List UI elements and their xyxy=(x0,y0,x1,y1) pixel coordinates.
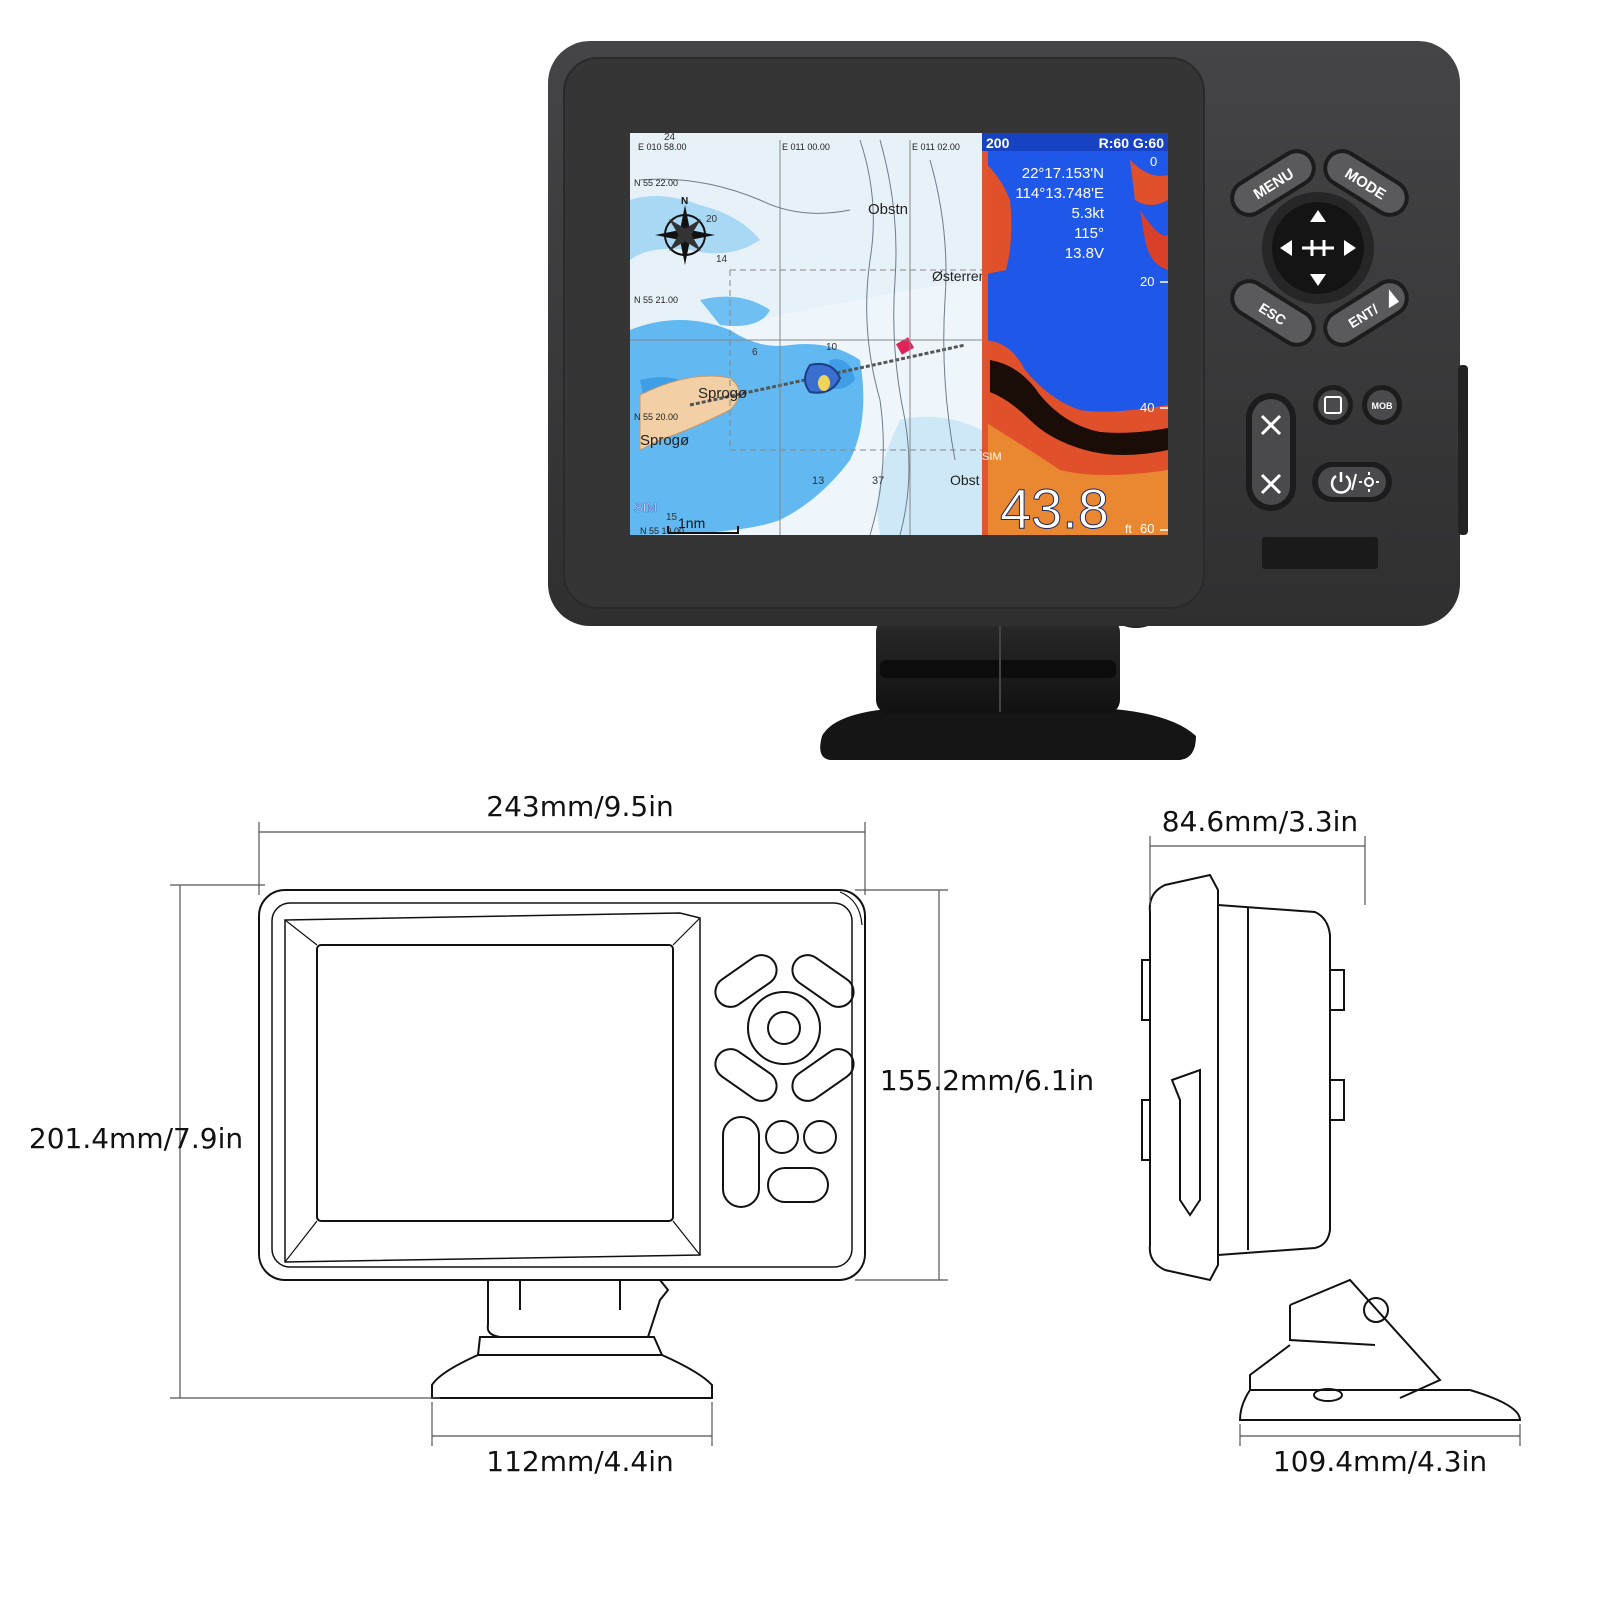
place-name-obstn: Obstn xyxy=(868,201,908,218)
sonar-sim-label: SIM xyxy=(982,451,1002,463)
dimension-labels: 243mm/9.5in 201.4mm/7.9in 155.2mm/6.1in … xyxy=(29,790,1487,1478)
depth-sounding: 14 xyxy=(716,254,728,265)
device-mount xyxy=(820,612,1196,760)
depth-sounding: 10 xyxy=(826,342,838,353)
mob-button-label: MOB xyxy=(1372,401,1393,411)
chart-lon-label-2: E 011 00.00 xyxy=(782,142,830,152)
chart-lat-label-3: N 55 20.00 xyxy=(634,412,678,422)
zoom-button[interactable] xyxy=(1246,393,1296,511)
device-photo: N E 010 58.00 E 011 00.00 E 011 02.00 N … xyxy=(548,41,1468,760)
place-name-sprogo-2: Sprogø xyxy=(640,432,689,449)
dimension-base-width: 112mm/4.4in xyxy=(486,1445,673,1478)
sonar-longitude: 114°13.748'E xyxy=(1015,185,1104,202)
sonar-gain: R:60 G:60 xyxy=(1099,135,1165,151)
compass-rose-icon xyxy=(655,205,715,265)
side-view-drawing xyxy=(1141,873,1522,1421)
sonar-latitude: 22°17.153'N xyxy=(1022,165,1104,182)
sonar-speed: 5.3kt xyxy=(1071,205,1104,222)
chart-plotter-screen: N E 010 58.00 E 011 00.00 E 011 02.00 N … xyxy=(630,132,986,536)
place-name-obst: Obst xyxy=(950,472,980,488)
mob-button[interactable]: MOB xyxy=(1362,385,1402,425)
enter-button[interactable]: ENT/ xyxy=(1319,275,1413,352)
arrow-right-icon[interactable] xyxy=(1344,240,1356,256)
keypad: MENU MODE ESC ENT/ xyxy=(1226,149,1413,569)
sonar-screen: 200 R:60 G:60 22°17.153'N 114°13.748'E 5… xyxy=(982,133,1168,540)
depth-sounding: 13 xyxy=(812,475,824,487)
depth-sounding: 15 xyxy=(666,512,678,523)
dimension-front-body-height: 155.2mm/6.1in xyxy=(880,1064,1094,1097)
sensor-window xyxy=(1262,537,1378,569)
compass-north-label: N xyxy=(681,196,688,207)
chart-lon-label-3: E 011 02.00 xyxy=(912,142,960,152)
cursor-center-icon xyxy=(1302,240,1334,256)
front-keypad-outline xyxy=(714,954,855,1208)
dimension-lines xyxy=(170,822,1521,1446)
chart-lat-label-1: N 55 22.00 xyxy=(634,178,678,188)
chart-lat-label-4: N 55 19.00 xyxy=(640,526,684,536)
sonar-voltage: 13.8V xyxy=(1065,245,1104,262)
arrow-left-icon[interactable] xyxy=(1280,240,1292,256)
sonar-heading: 115° xyxy=(1074,225,1104,242)
power-icon xyxy=(1330,472,1352,494)
arrow-up-icon[interactable] xyxy=(1310,210,1326,222)
sonar-depth-tick-40: 40 xyxy=(1140,400,1154,415)
dimension-front-width: 243mm/9.5in xyxy=(486,790,673,823)
place-name-sprogo-1: Sprogø xyxy=(698,385,747,402)
chart-scale-label: 1nm xyxy=(678,515,705,531)
sun-icon xyxy=(1359,472,1379,492)
chart-sim-label: SIM xyxy=(634,500,657,515)
front-view-drawing xyxy=(258,889,866,1399)
sonar-depth-tick-20: 20 xyxy=(1140,274,1154,289)
dimension-side-base: 109.4mm/4.3in xyxy=(1273,1445,1487,1478)
sonar-depth-unit: ft xyxy=(1125,522,1132,536)
dimension-side-depth: 84.6mm/3.3in xyxy=(1162,805,1358,838)
sonar-frequency: 200 xyxy=(986,135,1010,151)
depth-sounding: 20 xyxy=(706,214,718,225)
esc-button[interactable]: ESC xyxy=(1226,275,1320,352)
depth-sounding: 6 xyxy=(752,347,758,358)
depth-sounding: 37 xyxy=(872,475,884,487)
chart-lon-label-1: E 010 58.00 xyxy=(638,142,687,152)
zoom-in-icon xyxy=(1260,414,1282,436)
depth-sounding: 24 xyxy=(664,132,676,143)
arrow-down-icon[interactable] xyxy=(1310,274,1326,286)
dimension-front-total-height: 201.4mm/7.9in xyxy=(29,1122,243,1155)
direction-pad[interactable] xyxy=(1262,192,1374,304)
function-button[interactable] xyxy=(1313,385,1353,425)
place-name-osterren: Østerren xyxy=(932,268,986,284)
triangle-icon xyxy=(1388,289,1400,309)
sonar-depth-tick-0: 0 xyxy=(1150,154,1157,169)
sonar-depth-tick-60: 60 xyxy=(1140,521,1154,536)
power-light-button[interactable] xyxy=(1312,462,1392,502)
sonar-depth-value: 43.8 xyxy=(1000,477,1109,540)
chart-lat-label-2: N 55 21.00 xyxy=(634,295,678,305)
function-icon xyxy=(1324,396,1342,414)
zoom-out-icon xyxy=(1260,473,1282,495)
